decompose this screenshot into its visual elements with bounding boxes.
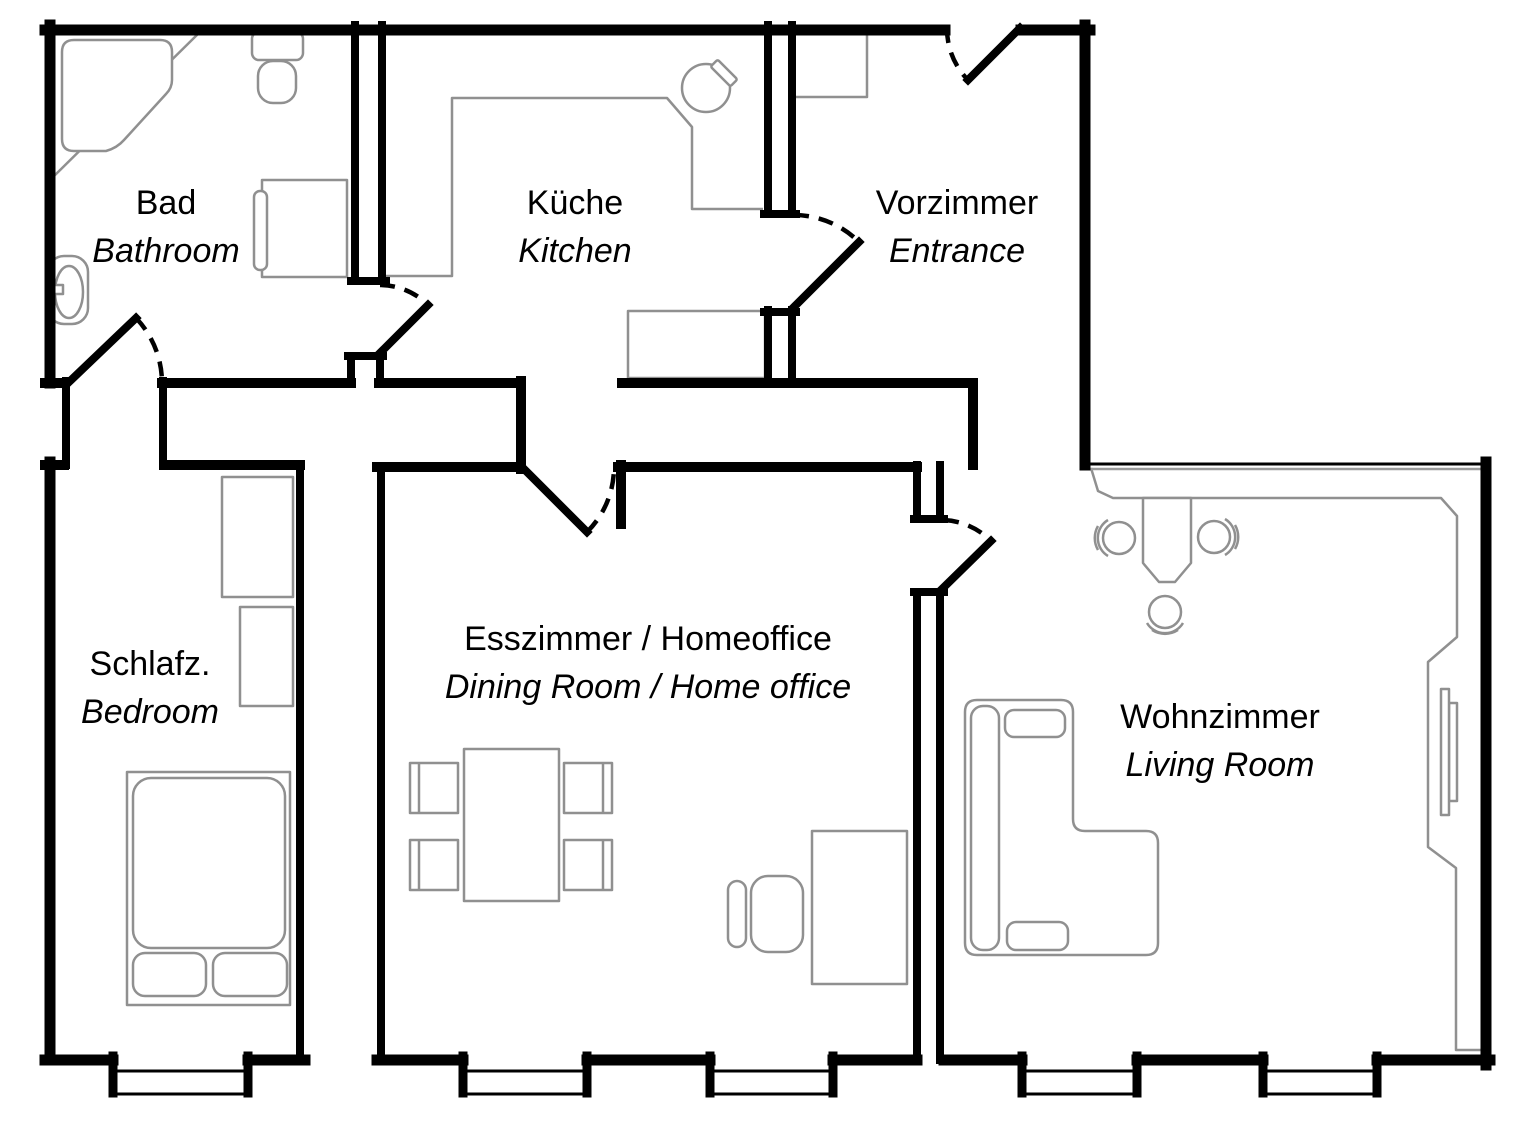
- stool-icon: [1145, 594, 1185, 635]
- room-label-bathroom: Bad Bathroom: [92, 179, 239, 275]
- entrance-door-leaf: [962, 22, 1026, 86]
- door-leaves: [62, 22, 1026, 597]
- living-door-leaf: [934, 535, 997, 597]
- room-name-de: Vorzimmer: [875, 184, 1039, 222]
- kitchen-entrance-door-leaf: [788, 236, 865, 313]
- room-name-en: Bathroom: [92, 232, 240, 270]
- cavity-walls: [296, 21, 948, 1064]
- room-label-kitchen: Küche Kitchen: [518, 179, 631, 275]
- window-bedroom: [108, 1051, 253, 1098]
- room-name-de: Schlafz.: [89, 645, 211, 683]
- window-living-1: [1017, 1051, 1142, 1098]
- room-name-en: Entrance: [888, 232, 1026, 270]
- kitchen-entrance-door-arc: [793, 212, 861, 244]
- living-furniture: [963, 467, 1484, 1052]
- faucet-icon: [710, 59, 738, 87]
- tv-icon: [1439, 687, 1459, 817]
- kitchen-appliance-icon: [626, 309, 767, 380]
- glass-partition-icon: [1089, 467, 1484, 1052]
- dining-door-leaf: [517, 462, 593, 538]
- chair-icon: [562, 838, 614, 892]
- washing-machine-icon: [252, 178, 349, 279]
- desk-icon: [810, 829, 909, 986]
- room-label-bedroom: Schlafz. Bedroom: [81, 640, 219, 736]
- bathroom-door-arc: [134, 316, 165, 384]
- dining-furniture: [408, 747, 909, 986]
- room-label-living: Wohnzimmer Living Room: [1120, 693, 1320, 789]
- toilet-icon: [250, 30, 305, 105]
- entrance-door-arc: [944, 27, 970, 82]
- wardrobe-icon: [220, 475, 295, 599]
- room-name-de: Küche: [526, 184, 624, 222]
- doors: [62, 22, 1026, 597]
- bathroom-sink-icon: [46, 254, 90, 326]
- windows: [108, 1051, 1382, 1098]
- corner-sofa-icon: [963, 698, 1160, 957]
- room-name-en: Living Room: [1125, 746, 1315, 784]
- window-dining-1: [458, 1051, 592, 1098]
- window-dining-2: [705, 1051, 838, 1098]
- entrance-closet-icon: [795, 30, 869, 99]
- room-label-entrance: Vorzimmer Entrance: [876, 179, 1038, 275]
- chair-icon: [408, 761, 460, 815]
- bar-table-icon: [1141, 496, 1193, 584]
- bathroom-door-leaf: [62, 312, 142, 389]
- bathroom-furniture: [46, 29, 349, 326]
- wardrobe-icon: [238, 605, 295, 708]
- kitchen-sink-icon: [680, 62, 732, 114]
- door-swing-arcs: [134, 27, 993, 543]
- kitchen-bath-door-leaf: [374, 299, 434, 359]
- kitchen-counter-icon: [385, 96, 763, 278]
- room-name-de: Bad: [135, 184, 197, 222]
- room-name-de: Wohnzimmer: [1120, 698, 1320, 736]
- living-door-arc: [943, 517, 993, 543]
- room-name-en: Kitchen: [518, 232, 632, 270]
- stool-icon: [1093, 518, 1137, 558]
- bedroom-furniture: [125, 475, 295, 1007]
- room-name-en: Dining Room / Home office: [444, 668, 852, 706]
- office-chair-icon: [726, 874, 805, 954]
- dining-table-icon: [462, 747, 561, 903]
- exterior-walls: [39, 19, 1496, 1071]
- room-label-dining: Esszimmer / Homeoffice Dining Room / Hom…: [445, 615, 851, 711]
- bathtub-icon: [60, 38, 174, 153]
- room-name-de: Esszimmer / Homeoffice: [464, 620, 832, 658]
- room-name-en: Bedroom: [81, 693, 219, 731]
- vestibule-walls: [62, 377, 167, 469]
- chair-icon: [562, 761, 614, 815]
- chair-icon: [408, 838, 460, 892]
- double-bed-icon: [125, 770, 292, 1007]
- interior-walls: [40, 376, 978, 529]
- window-living-2: [1258, 1051, 1382, 1098]
- stool-icon: [1196, 517, 1240, 557]
- dining-door-arc: [585, 467, 617, 534]
- kitchen-bath-door-arc: [379, 282, 430, 307]
